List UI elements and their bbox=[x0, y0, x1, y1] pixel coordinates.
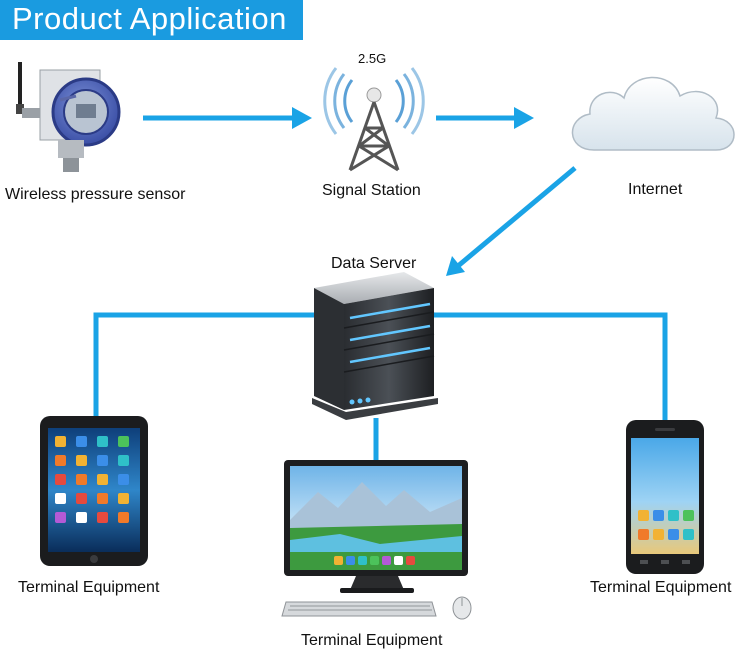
arrow-internet-to-server bbox=[446, 166, 577, 276]
tablet-icon bbox=[40, 416, 148, 566]
server-connector-lines bbox=[93, 312, 668, 462]
title-banner bbox=[0, 0, 303, 40]
connector-to-tablet bbox=[93, 312, 318, 418]
band-label: 2.5G bbox=[358, 51, 387, 66]
connector-to-phone bbox=[432, 312, 668, 420]
computer-label: Terminal Equipment bbox=[301, 632, 443, 649]
pressure-sensor-icon bbox=[16, 62, 121, 172]
sensor-label: Wireless pressure sensor bbox=[5, 186, 186, 203]
server-label: Data Server bbox=[331, 255, 417, 272]
cloud-icon bbox=[571, 76, 735, 151]
desktop-computer-icon bbox=[281, 460, 472, 620]
internet-label: Internet bbox=[628, 181, 683, 198]
server-icon bbox=[312, 272, 438, 420]
station-label: Signal Station bbox=[322, 182, 421, 199]
page-title: Product Application bbox=[12, 1, 287, 36]
arrow-sensor-to-station bbox=[143, 107, 312, 129]
arrow-station-to-internet bbox=[436, 107, 534, 129]
signal-tower-icon bbox=[323, 67, 425, 172]
tablet-label: Terminal Equipment bbox=[18, 579, 160, 596]
phone-label: Terminal Equipment bbox=[590, 579, 732, 596]
smartphone-icon bbox=[626, 420, 704, 574]
